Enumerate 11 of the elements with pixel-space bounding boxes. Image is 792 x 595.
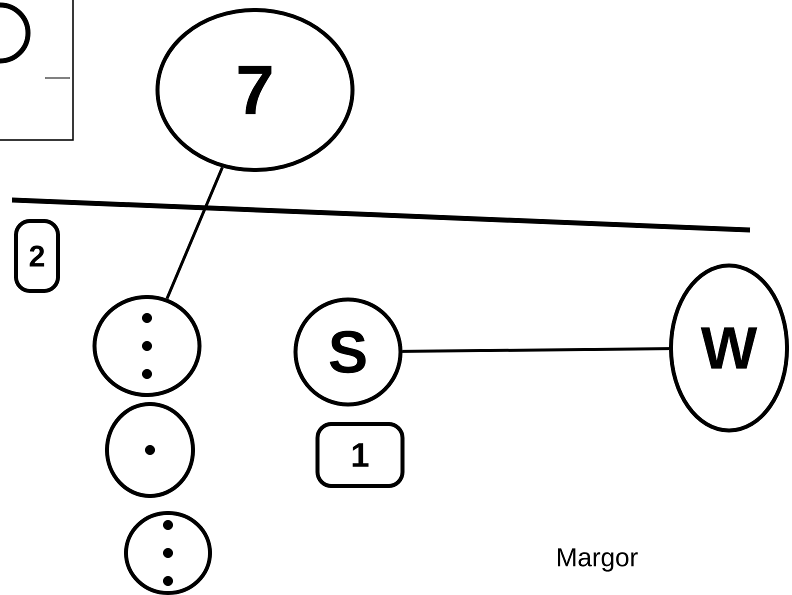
connector-line (402, 347, 670, 353)
dotted-circle (105, 402, 195, 498)
number-badge: 2 (14, 219, 60, 293)
dotted-circle (124, 511, 212, 595)
dotted-circle (92, 295, 202, 397)
circled-letter: W (669, 264, 789, 432)
circled-number: 7 (156, 8, 354, 172)
connector-line (166, 166, 224, 300)
handwritten-note: Margor (558, 548, 638, 572)
number-badge: 1 (316, 422, 404, 488)
circled-letter: S (294, 298, 402, 406)
